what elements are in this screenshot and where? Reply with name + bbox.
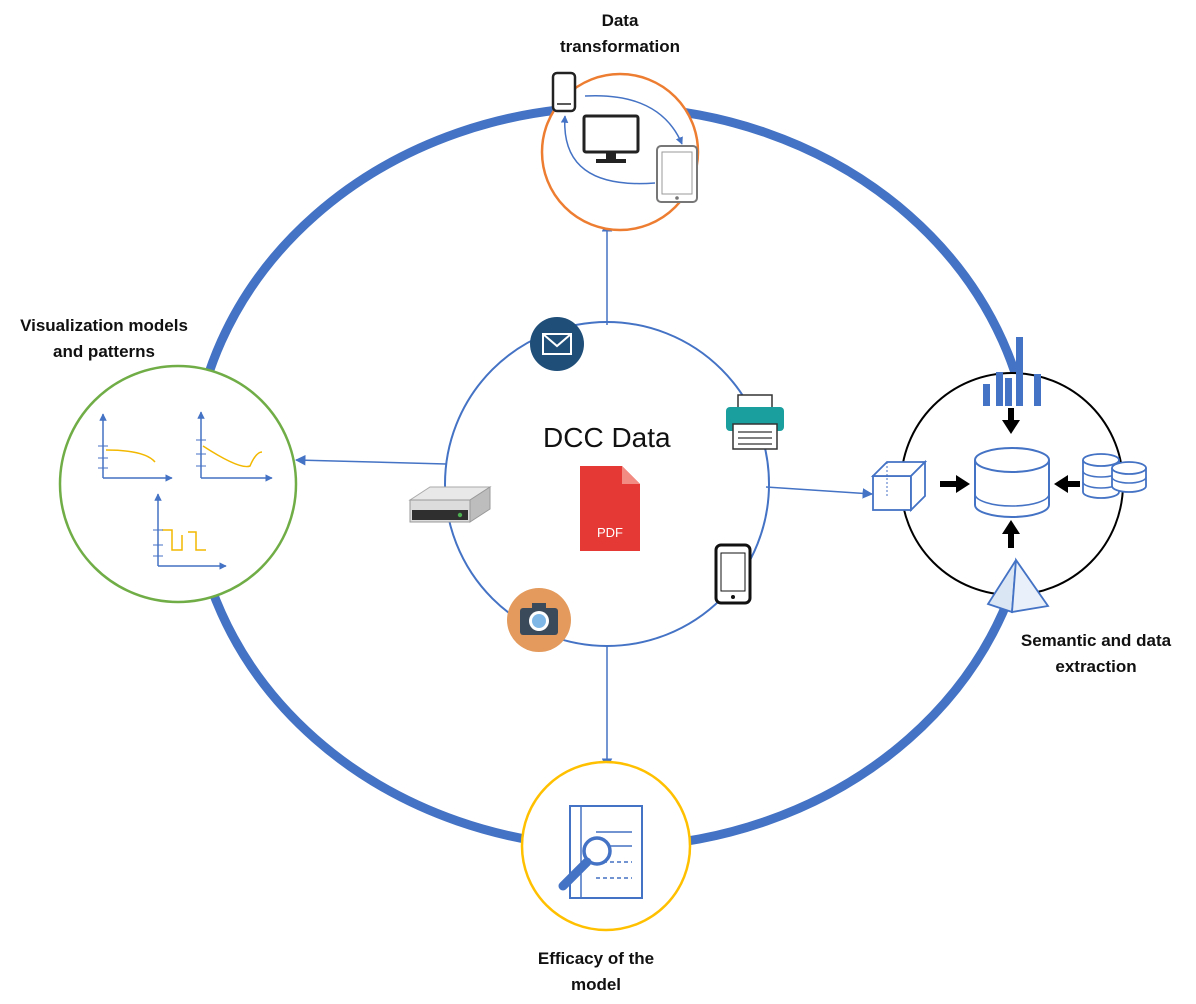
connector-to-right: [765, 486, 874, 499]
transform-arrow-forward: [584, 94, 683, 145]
label-line: Visualization models: [20, 316, 188, 335]
center-title: DCC Data: [543, 422, 671, 453]
pyramid-icon: [986, 557, 1050, 614]
bar-chart-icon: [983, 337, 1041, 406]
line-chart-icon: [196, 411, 273, 482]
efficacy-label: Efficacy of the model: [496, 946, 696, 998]
black-arrow-icon: [1054, 475, 1080, 493]
small-database-icon: [1111, 461, 1147, 493]
smartphone-icon: [714, 543, 752, 605]
visualization-label: Visualization models and patterns: [0, 313, 208, 365]
database-icon: [974, 447, 1050, 518]
line-chart-icon: [98, 413, 173, 482]
semantic-extraction-node: [870, 337, 1147, 614]
transform-arrow-back: [560, 115, 656, 185]
black-arrow-icon: [1002, 408, 1020, 434]
label-line: extraction: [1055, 657, 1137, 676]
label-line: and patterns: [52, 342, 156, 361]
label-line: model: [570, 975, 622, 994]
printer-icon: [726, 394, 784, 450]
pdf-label: PDF: [597, 525, 623, 540]
email-icon: [530, 317, 584, 371]
hard-drive-icon: [408, 486, 492, 523]
label-line: Data: [601, 11, 639, 30]
monitor-icon: [582, 114, 640, 163]
smartphone-icon: [551, 71, 577, 113]
black-arrow-icon: [940, 475, 970, 493]
connector-to-left: [294, 455, 447, 466]
efficacy-node: [520, 760, 692, 932]
cube-icon: [870, 459, 928, 513]
step-chart-icon: [153, 493, 227, 570]
semantic-extraction-label: Semantic and data extraction: [996, 628, 1196, 680]
document-magnifier-icon: [558, 805, 643, 899]
black-arrow-icon: [1002, 520, 1020, 548]
visualization-node: [58, 364, 298, 604]
pdf-file-icon: PDF: [580, 466, 640, 551]
data-transformation-node: [540, 71, 700, 232]
camera-icon: [507, 588, 571, 652]
small-database-icon: [1082, 453, 1120, 499]
label-line: Efficacy of the: [537, 949, 655, 968]
label-line: transformation: [560, 37, 680, 56]
tablet-icon: [656, 145, 698, 203]
label-line: Semantic and data: [1020, 631, 1172, 650]
data-transformation-label: Data transformation: [520, 8, 720, 60]
